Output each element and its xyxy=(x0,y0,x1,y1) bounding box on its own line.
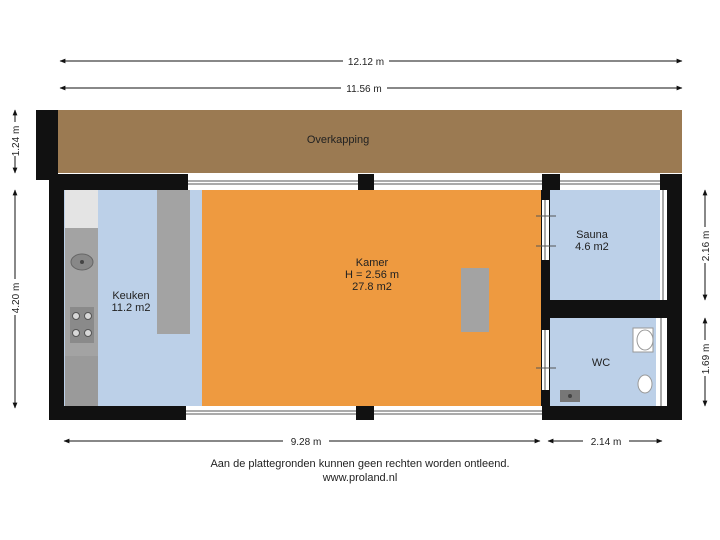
dim-bottom-right: 2.14 m xyxy=(591,437,622,448)
room-labels: Overkapping Keuken 11.2 m2 Kamer H = 2.5… xyxy=(112,134,611,369)
kamer-furniture xyxy=(461,268,489,332)
label-kamer-area: 27.8 m2 xyxy=(352,281,392,293)
label-overkapping: Overkapping xyxy=(307,134,369,146)
overkapping-area xyxy=(58,110,682,173)
label-keuken-area: 11.2 m2 xyxy=(112,302,151,314)
label-kamer-name: Kamer xyxy=(356,257,389,269)
dim-right-sauna: 2.16 m xyxy=(701,231,712,262)
dim-left-main: 4.20 m xyxy=(11,283,22,314)
room-sauna xyxy=(550,190,660,300)
doors xyxy=(536,200,556,390)
dim-right-wc: 1.69 m xyxy=(701,344,712,375)
dimension-lines: 12.12 m 11.56 m 1.24 m 4.20 m 2.16 m 1.6… xyxy=(8,54,712,448)
dim-top-inner: 11.56 m xyxy=(346,84,381,95)
label-keuken-name: Keuken xyxy=(112,290,149,302)
dim-left-overkapping: 1.24 m xyxy=(11,126,22,157)
footer-website: www.proland.nl xyxy=(322,472,398,484)
kitchen-counter xyxy=(65,190,98,406)
label-kamer-height: H = 2.56 m xyxy=(345,269,399,281)
label-wc-name: WC xyxy=(592,357,610,369)
dim-top-outer: 12.12 m xyxy=(348,57,384,68)
wc-drain-icon xyxy=(637,374,653,394)
stove-icon xyxy=(70,307,94,343)
overkapping xyxy=(36,110,682,180)
dim-bottom-main: 9.28 m xyxy=(291,437,322,448)
footer-disclaimer: Aan de plattegronden kunnen geen rechten… xyxy=(210,458,510,470)
sink-icon xyxy=(70,253,94,271)
top-windows xyxy=(188,174,660,190)
washbasin-icon xyxy=(560,390,580,402)
toilet-icon xyxy=(632,327,654,353)
room-kamer xyxy=(202,190,541,406)
label-sauna-area: 4.6 m2 xyxy=(575,241,609,253)
right-windows xyxy=(656,190,667,406)
label-sauna-name: Sauna xyxy=(576,229,609,241)
kitchen-island xyxy=(157,190,190,334)
bottom-windows xyxy=(186,406,542,420)
